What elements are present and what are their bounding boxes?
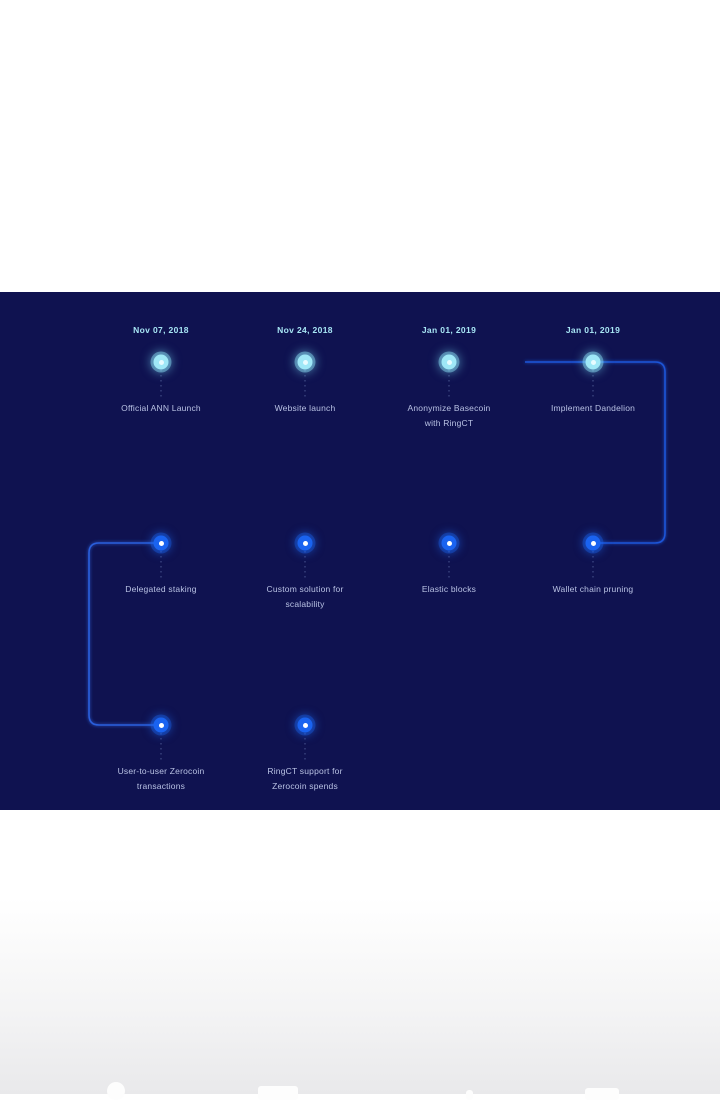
row2-to-row3-connector [88, 542, 160, 726]
milestone-node-1[interactable] [153, 354, 169, 370]
milestone-node-8[interactable] [585, 535, 601, 551]
roadmap-track-layer [87, 360, 666, 763]
milestone-label-7: Elastic blocks [421, 584, 477, 594]
roadmap-panel: Nov 07, 2018 Nov 24, 2018 Jan 01, 2019 J… [0, 292, 720, 810]
milestone-node-5[interactable] [153, 535, 169, 551]
milestone-date-4: Jan 01, 2019 [565, 325, 621, 335]
milestone-label-5: Delegated staking [125, 584, 197, 594]
milestone-label-2: Website launch [274, 403, 336, 413]
milestone-node-4[interactable] [585, 354, 601, 370]
footer-block-shape-3 [585, 1088, 619, 1100]
row1-drop-lines [160, 370, 594, 400]
footer-avatar-shape [107, 1082, 125, 1100]
footer-block-shape-2 [466, 1090, 473, 1100]
milestone-label-1: Official ANN Launch [121, 403, 201, 413]
milestone-date-1: Nov 07, 2018 [133, 325, 189, 335]
row1-to-row2-connector [525, 361, 666, 544]
milestone-date-2: Nov 24, 2018 [277, 325, 333, 335]
page-footer-sliver [0, 1080, 720, 1100]
milestone-node-6[interactable] [297, 535, 313, 551]
milestone-node-7[interactable] [441, 535, 457, 551]
milestone-label-8: Wallet chain pruning [552, 584, 634, 594]
milestone-node-9[interactable] [153, 717, 169, 733]
milestone-node-3[interactable] [441, 354, 457, 370]
milestone-label-4: Implement Dandelion [550, 403, 636, 413]
row3-drop-lines [160, 733, 306, 763]
milestone-date-3: Jan 01, 2019 [421, 325, 477, 335]
footer-block-shape-1 [258, 1086, 298, 1100]
milestone-node-10[interactable] [297, 717, 313, 733]
row2-drop-lines [160, 551, 594, 581]
milestone-node-2[interactable] [297, 354, 313, 370]
